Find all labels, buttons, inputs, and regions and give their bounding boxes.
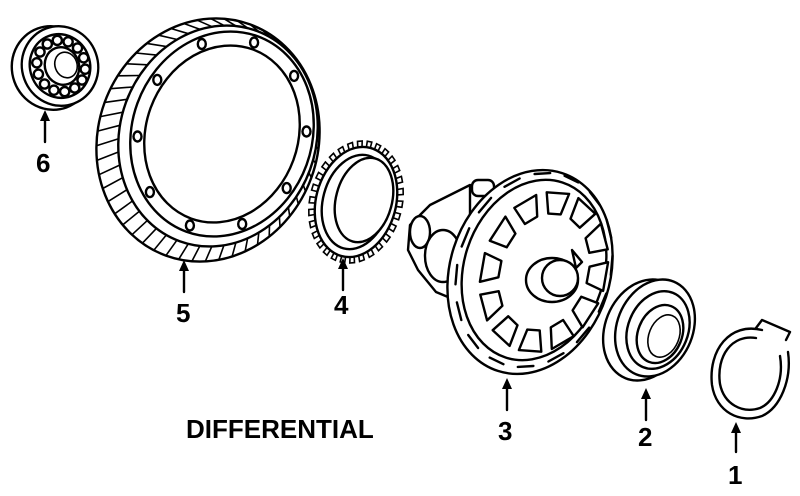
arrow-3 xyxy=(502,378,512,412)
arrow-2 xyxy=(641,388,651,422)
callout-6: 6 xyxy=(36,148,50,178)
arrow-5 xyxy=(179,260,189,294)
callout-3: 3 xyxy=(498,416,512,446)
arrow-6 xyxy=(40,110,50,144)
arrow-4 xyxy=(338,258,348,292)
differential-case-icon[interactable] xyxy=(406,148,638,395)
diagram-title: DIFFERENTIAL xyxy=(186,414,374,444)
callout-5: 5 xyxy=(176,298,190,328)
bearing-icon[interactable] xyxy=(588,267,709,393)
callout-4: 4 xyxy=(334,290,349,320)
ring-gear-icon[interactable] xyxy=(63,0,354,293)
roller-bearing-icon[interactable] xyxy=(0,15,109,121)
leader-arrows xyxy=(40,110,741,454)
callout-1: 1 xyxy=(728,460,742,490)
arrow-1 xyxy=(731,422,741,454)
snap-ring-icon[interactable] xyxy=(710,318,792,420)
callout-2: 2 xyxy=(638,422,652,452)
tone-ring-icon[interactable] xyxy=(303,138,409,267)
